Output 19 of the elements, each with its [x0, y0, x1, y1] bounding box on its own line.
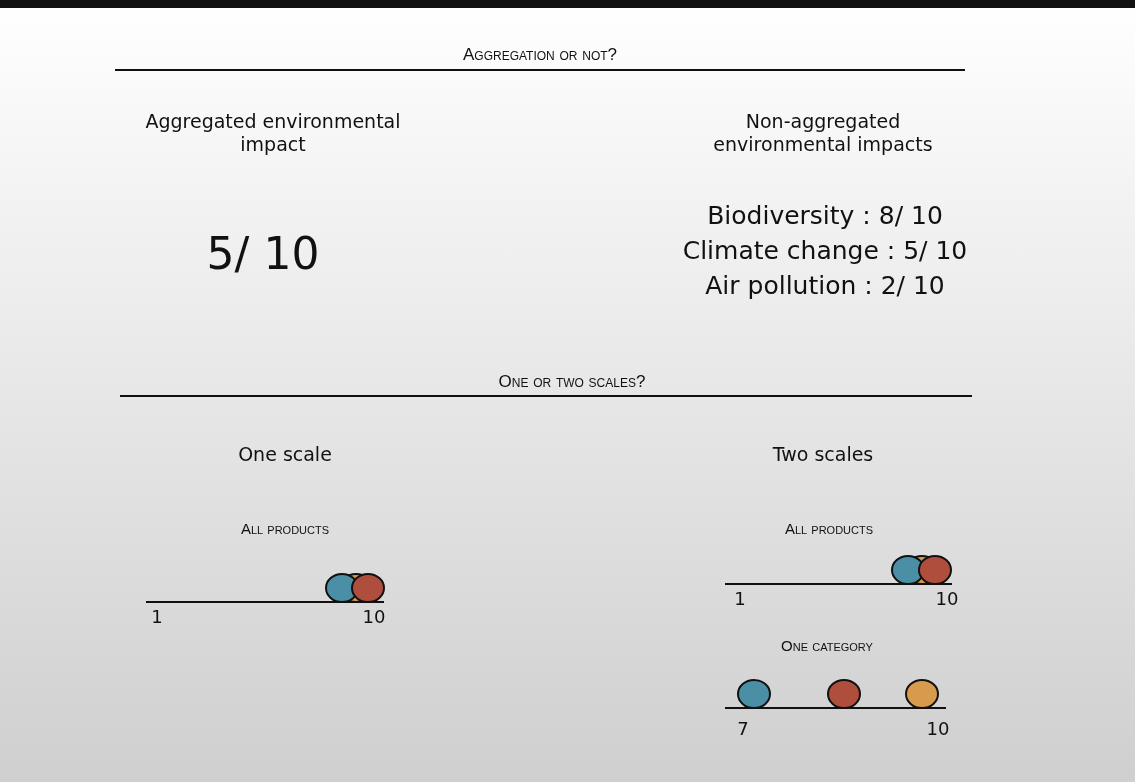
section-heading: Aggregation or not?: [463, 45, 617, 66]
impact-score: Air pollution : 2/ 10: [705, 271, 945, 301]
section-heading: One or two scales?: [498, 372, 646, 393]
column-heading: Non-aggregated environmental impacts: [712, 110, 934, 156]
column-heading: Aggregated environmental impact: [144, 110, 402, 156]
scale-max: 10: [926, 718, 950, 740]
column-heading: One scale: [238, 443, 332, 466]
scale-title: All products: [240, 520, 330, 538]
scale-title: All products: [784, 520, 874, 538]
aggregated-score: 5/ 10: [206, 228, 320, 281]
impact-score: Climate change : 5/ 10: [682, 236, 968, 266]
scale-min: 1: [734, 588, 746, 610]
impact-score: Biodiversity : 8/ 10: [707, 201, 943, 231]
scale-min: 7: [737, 718, 749, 740]
scale-max: 10: [935, 588, 959, 610]
column-heading: Two scales: [772, 443, 874, 466]
scale-title: One category: [781, 637, 873, 655]
scale-min: 1: [151, 606, 163, 628]
scale-max: 10: [362, 606, 386, 628]
